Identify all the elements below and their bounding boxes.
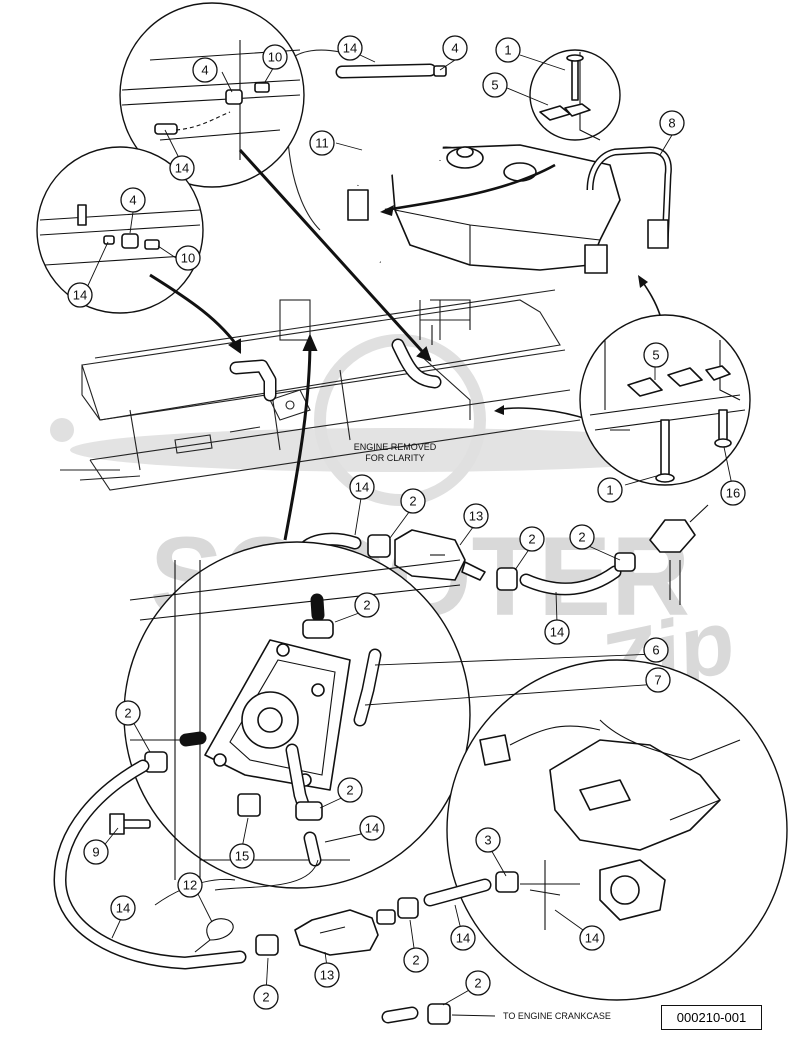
callout-c29: 15 [229,843,255,869]
callout-c11: 10 [175,245,201,271]
detail-circle-bolt-nut-top [529,49,621,141]
svg-text:2: 2 [578,530,585,545]
svg-text:10: 10 [181,251,195,266]
svg-text:10: 10 [268,50,282,65]
svg-text:2: 2 [124,706,131,721]
svg-text:14: 14 [365,821,379,836]
callout-c8: 10 [262,44,288,70]
leader-lines [84,54,733,1006]
callout-c27: 14 [359,815,385,841]
svg-text:2: 2 [409,494,416,509]
callout-c34: 14 [450,925,476,951]
svg-text:14: 14 [175,161,189,176]
svg-text:5: 5 [491,78,498,93]
svg-text:15: 15 [235,849,249,864]
svg-text:14: 14 [73,288,87,303]
svg-text:14: 14 [585,931,599,946]
callout-c2: 4 [442,35,468,61]
svg-text:1: 1 [504,43,511,58]
callout-c7: 4 [192,57,218,83]
svg-text:16: 16 [726,486,740,501]
callout-c1: 14 [337,35,363,61]
callout-c37: 2 [253,984,279,1010]
svg-text:12: 12 [183,878,197,893]
svg-text:5: 5 [652,348,659,363]
callout-c16: 14 [349,474,375,500]
svg-text:14: 14 [456,931,470,946]
callout-c9: 14 [169,155,195,181]
callout-c10: 4 [120,187,146,213]
svg-text:2: 2 [262,990,269,1005]
svg-text:14: 14 [355,480,369,495]
svg-text:3: 3 [484,833,491,848]
figure-number-box: 000210-001 [661,1005,762,1030]
callout-c35: 13 [314,962,340,988]
callout-c30: 3 [475,827,501,853]
callout-c25: 2 [115,700,141,726]
svg-text:4: 4 [201,63,208,78]
callout-c12: 14 [67,282,93,308]
detail-circle-fuel-pump [123,541,471,889]
svg-text:2: 2 [474,976,481,991]
callout-c5: 11 [309,130,335,156]
callout-c14: 1 [597,477,623,503]
svg-text:4: 4 [451,41,458,56]
engine-removed-note-line2: FOR CLARITY [365,453,425,463]
callout-c15: 16 [720,480,746,506]
callout-c26: 2 [337,777,363,803]
vehicle-frame [60,289,581,491]
tank-strap-left [347,105,445,264]
svg-text:2: 2 [528,532,535,547]
frame-fuel-hose [229,338,442,402]
tank-vent-hose [335,63,447,79]
detail-circle-clamp-left [36,146,204,314]
svg-text:2: 2 [363,598,370,613]
engine-removed-note-line1: ENGINE REMOVED [354,442,437,452]
svg-text:13: 13 [320,968,334,983]
callout-c21: 2 [354,592,380,618]
to-engine-crankcase-note: TO ENGINE CRANKCASE [503,1011,611,1021]
callout-c4: 5 [482,72,508,98]
svg-text:7: 7 [654,673,661,688]
svg-text:14: 14 [550,625,564,640]
callout-c19: 2 [519,526,545,552]
svg-text:11: 11 [315,136,329,151]
detail-circle-bolt-nut-right [579,314,751,486]
callout-c24: 7 [645,667,671,693]
detail-circle-clamp-upper [119,2,305,188]
callout-c18: 13 [463,503,489,529]
callout-c22: 14 [544,619,570,645]
svg-text:4: 4 [129,193,136,208]
svg-text:1: 1 [606,483,613,498]
fuel-line-to-crankcase [53,759,580,1025]
callout-c23: 6 [643,637,669,663]
svg-text:14: 14 [343,41,357,56]
callout-c6: 8 [659,110,685,136]
svg-text:6: 6 [652,643,659,658]
svg-text:2: 2 [412,953,419,968]
callout-c31: 12 [177,872,203,898]
svg-text:14: 14 [116,901,130,916]
callout-c33: 14 [579,925,605,951]
callout-c28: 9 [83,839,109,865]
callout-c3: 1 [495,37,521,63]
svg-text:8: 8 [668,116,675,131]
callout-c36: 2 [403,947,429,973]
connector-arrows [149,148,661,541]
tank-strap-right [584,146,672,274]
callout-c20: 2 [569,524,595,550]
callout-labels: 14 4 1 5 11 8 4 10 14 4 10 14 5 1 16 14 … [67,35,746,1010]
callout-c32: 14 [110,895,136,921]
detail-circle-engine-carburetor [446,659,788,1001]
callout-c17: 2 [400,488,426,514]
svg-text:2: 2 [346,783,353,798]
callout-c13: 5 [643,342,669,368]
svg-text:13: 13 [469,509,483,524]
svg-text:9: 9 [92,845,99,860]
callout-c38: 2 [465,970,491,996]
